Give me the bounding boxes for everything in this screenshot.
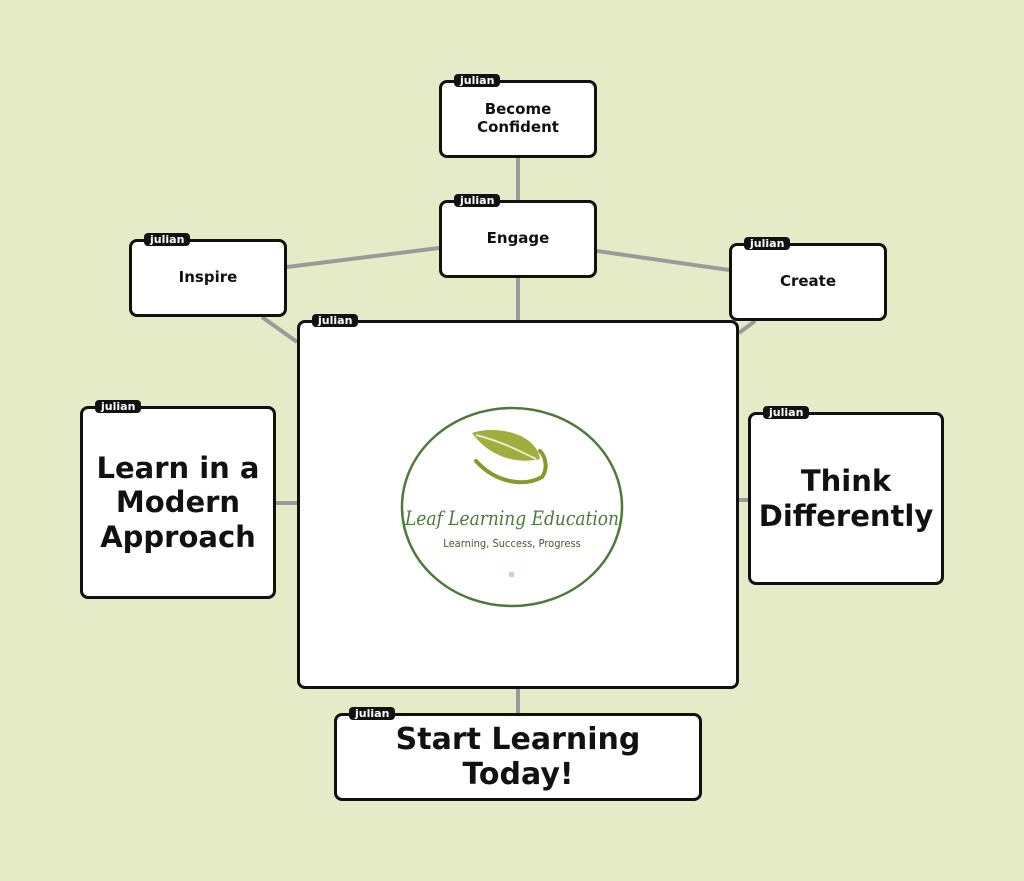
- logo-tagline: Learning, Success, Progress: [443, 537, 581, 550]
- node-start-learning-today[interactable]: julian Start Learning Today!: [334, 707, 702, 801]
- resize-handle-icon: [509, 572, 514, 577]
- author-tag: julian: [95, 400, 142, 413]
- node-center-logo[interactable]: julian Leaf Learning Education Learning,…: [297, 314, 739, 689]
- node-inspire[interactable]: julian Inspire: [129, 233, 287, 317]
- node-label: Create: [779, 272, 837, 291]
- author-tag: julian: [744, 237, 791, 250]
- author-tag: julian: [454, 194, 501, 207]
- node-label: Inspire: [178, 268, 238, 287]
- author-tag: julian: [144, 233, 191, 246]
- node-create[interactable]: julian Create: [729, 237, 887, 321]
- logo-name: Leaf Learning Education: [404, 506, 619, 530]
- logo-ring: [400, 406, 624, 608]
- leaf-learning-logo: Leaf Learning Education Learning, Succes…: [400, 406, 624, 608]
- link-engage-create: [596, 249, 730, 272]
- link-create-center: [737, 319, 757, 335]
- node-label: Start Learning Today!: [395, 721, 641, 792]
- author-tag: julian: [454, 74, 501, 87]
- link-engage-inspire: [286, 246, 440, 269]
- author-tag: julian: [349, 707, 396, 720]
- node-label: Engage: [486, 229, 550, 248]
- author-tag: julian: [312, 314, 359, 327]
- node-engage[interactable]: julian Engage: [439, 194, 597, 278]
- leaf-stem-icon: [474, 449, 548, 485]
- author-tag: julian: [763, 406, 810, 419]
- link-inspire-center: [260, 315, 299, 344]
